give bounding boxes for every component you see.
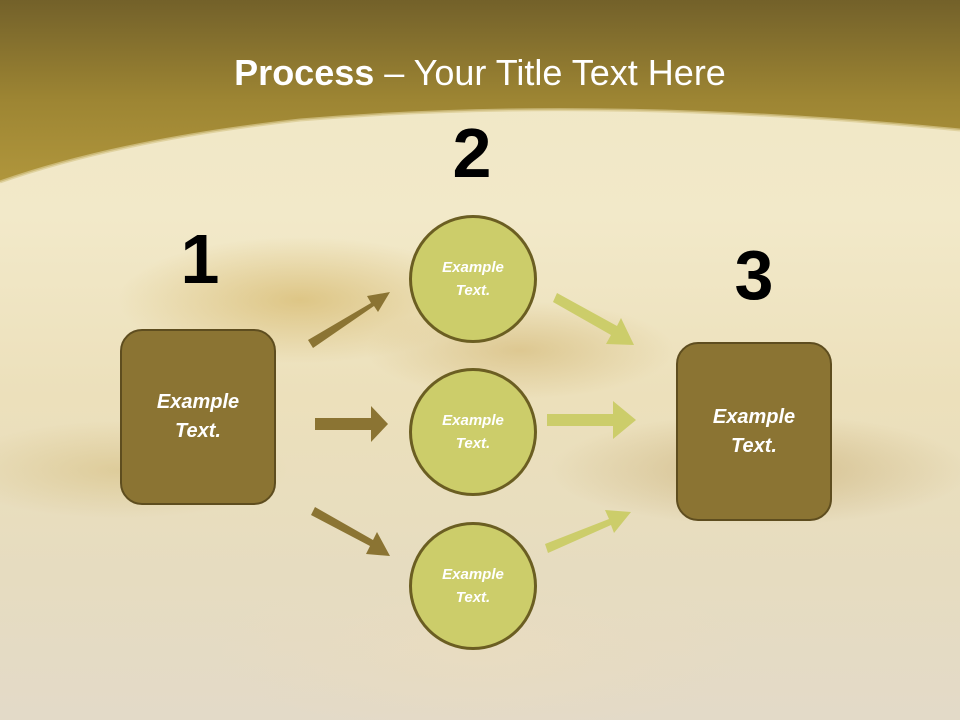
step-1-box[interactable]: Example Text. [120, 329, 276, 505]
step-3-box[interactable]: Example Text. [676, 342, 832, 521]
arrow-circle2-to-box3 [547, 401, 636, 439]
arrow-box1-to-circle3 [311, 507, 390, 556]
step-2-circle-top[interactable]: Example Text. [409, 215, 537, 343]
circle-top-text: Example Text. [442, 259, 504, 299]
arrow-circle3-to-box3 [545, 510, 631, 553]
step-number-2: 2 [452, 114, 492, 192]
step-1-text: Example Text. [156, 391, 240, 442]
header-band [0, 0, 960, 184]
arrow-box1-to-circle2 [315, 406, 388, 442]
step-number-1: 1 [180, 220, 220, 298]
step-number-3: 3 [734, 236, 774, 314]
arrow-box1-to-circle1 [308, 292, 390, 348]
step-2-circle-bottom[interactable]: Example Text. [409, 522, 537, 650]
circle-middle-text: Example Text. [442, 412, 504, 452]
title-rest: – Your Title Text Here [374, 52, 726, 93]
slide-title: Process – Your Title Text Here [0, 52, 960, 94]
circle-bottom-text: Example Text. [442, 566, 504, 606]
arrow-circle1-to-box3 [553, 293, 634, 345]
step-3-text: Example Text. [712, 405, 796, 457]
title-bold: Process [234, 52, 375, 93]
step-2-circle-middle[interactable]: Example Text. [409, 368, 537, 496]
